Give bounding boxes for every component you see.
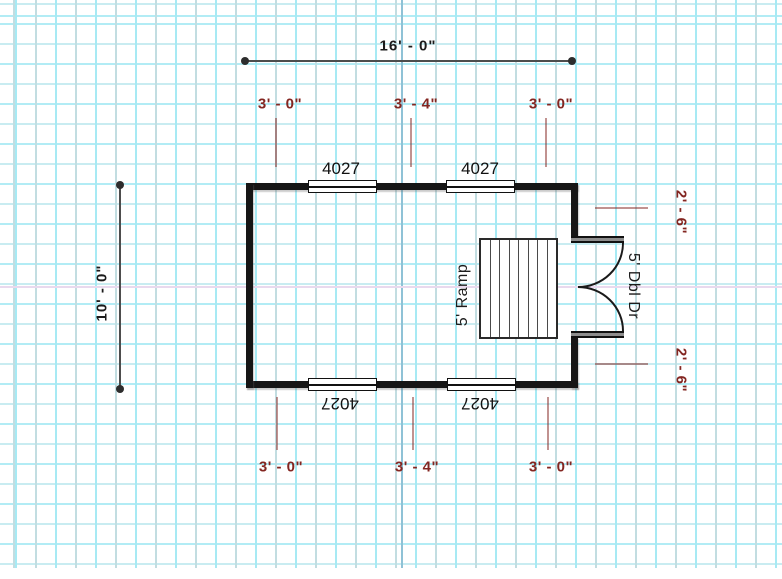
window-label-top-right[interactable]: 4027: [461, 159, 499, 178]
leader-line: [276, 397, 278, 450]
wall-right-lower[interactable]: [571, 337, 578, 388]
dimension-endpoint-dot: [116, 181, 124, 189]
ramp-slat: [491, 240, 500, 337]
ramp-slat: [500, 240, 510, 337]
wall-left[interactable]: [246, 183, 253, 388]
leader-line: [547, 397, 549, 450]
dimension-text: 3' - 0": [528, 95, 574, 113]
leader-line: [595, 363, 648, 365]
ramp-slat: [519, 240, 529, 337]
wall-bottom[interactable]: [246, 381, 578, 388]
dimension-text: 3' - 0": [257, 95, 303, 113]
door-label[interactable]: 5' Dbl Dr: [625, 252, 642, 320]
dimension-line: [245, 60, 572, 62]
window-mullion: [448, 383, 515, 386]
leader-line: [595, 207, 648, 209]
dimension-text: 3' - 4": [394, 458, 440, 476]
window-label-bottom-right[interactable]: 4027: [461, 394, 499, 413]
door-swing-arcs: [577, 242, 624, 332]
window-mullion: [309, 383, 376, 386]
dimension-line: [119, 185, 121, 389]
leader-line: [275, 118, 277, 167]
leader-line: [545, 118, 547, 167]
leader-line: [410, 118, 412, 167]
dimension-endpoint-dot: [241, 57, 249, 65]
ramp-slat: [538, 240, 548, 337]
leader-line: [412, 397, 414, 450]
window-mullion: [447, 185, 514, 188]
window-bottom-left[interactable]: [308, 378, 377, 391]
ramp-label[interactable]: 5' Ramp: [454, 263, 471, 327]
door-leaf-top: [571, 236, 624, 243]
door-leaf-bottom: [571, 331, 624, 338]
dimension-text: 2' - 6": [672, 189, 690, 235]
wall-right-upper[interactable]: [571, 183, 578, 236]
ramp-slat: [481, 240, 491, 337]
dimension-endpoint-dot: [116, 385, 124, 393]
ramp[interactable]: [479, 238, 558, 339]
dimension-text-overall-width: 16' - 0": [379, 37, 437, 55]
ramp-slat: [529, 240, 538, 337]
window-bottom-right[interactable]: [447, 378, 516, 391]
window-top-left[interactable]: [308, 180, 377, 193]
window-mullion: [309, 185, 376, 188]
dimension-text: 2' - 6": [672, 347, 690, 393]
window-label-bottom-left[interactable]: 4027: [321, 394, 359, 413]
ramp-slat: [510, 240, 519, 337]
dimension-text: 3' - 4": [393, 95, 439, 113]
window-top-right[interactable]: [446, 180, 515, 193]
dimension-text-overall-height: 10' - 0": [93, 264, 111, 322]
dimension-endpoint-dot: [568, 57, 576, 65]
wall-top[interactable]: [246, 183, 578, 190]
dimension-text: 3' - 0": [528, 458, 574, 476]
dimension-text: 3' - 0": [258, 458, 304, 476]
window-label-top-left[interactable]: 4027: [322, 159, 360, 178]
